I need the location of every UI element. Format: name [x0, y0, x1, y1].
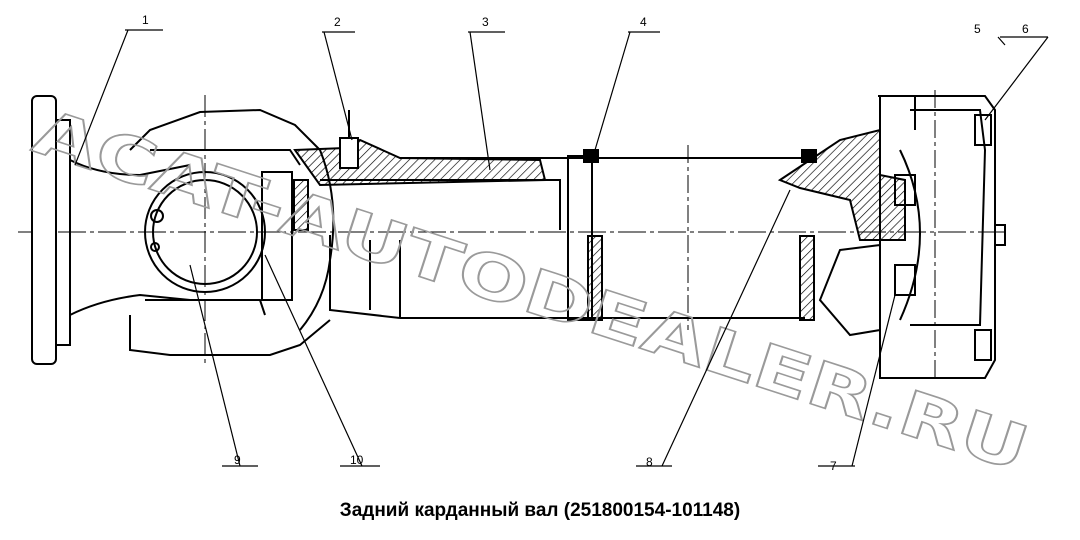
leader-8: [636, 189, 791, 467]
callout-2: 2: [334, 15, 341, 29]
drawing-caption: Задний карданный вал (251800154-101148): [339, 500, 741, 521]
watermark-text: ACAT-AUTODEALER.RU: [25, 95, 1037, 486]
main-tube: [329, 145, 817, 330]
callout-10: 10: [350, 453, 364, 467]
callout-6: 6: [1022, 22, 1029, 36]
leader-lines: [74, 29, 1049, 467]
leader-56: [984, 36, 1049, 121]
callout-1: 1: [142, 13, 149, 27]
leader-9: [189, 264, 258, 467]
callout-7: 7: [830, 459, 837, 473]
left-flange: [31, 95, 191, 365]
joint-cross-cap: [144, 95, 293, 365]
callout-4: 4: [640, 15, 647, 29]
leader-7: [818, 294, 896, 467]
callout-5: 5: [974, 22, 981, 36]
right-flange: [879, 90, 1006, 380]
callout-8: 8: [646, 455, 653, 469]
leader-1: [74, 29, 163, 166]
leader-2: [322, 31, 355, 141]
splined-sleeve: [293, 110, 561, 231]
callout-9: 9: [234, 453, 241, 467]
callout-3: 3: [482, 15, 489, 29]
leader-4: [594, 31, 660, 151]
leader-3: [468, 31, 505, 171]
leader-10: [264, 254, 380, 467]
